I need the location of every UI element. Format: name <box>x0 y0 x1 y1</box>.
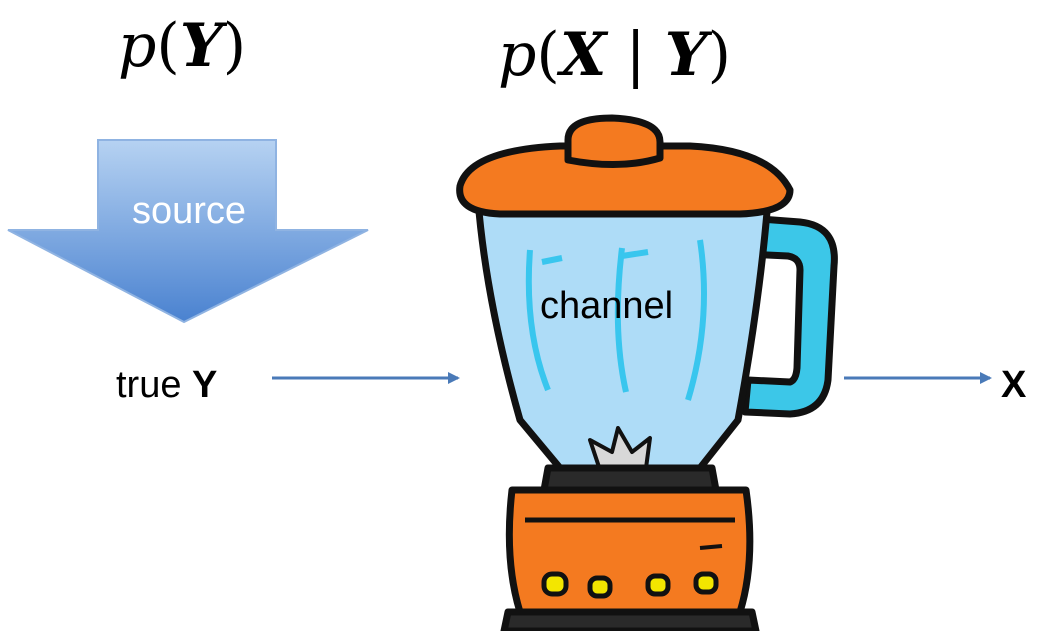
formula-prior-p: p <box>118 11 157 81</box>
true-y-prefix: true <box>116 364 193 406</box>
formula-prior: p(Y) <box>118 16 246 76</box>
formula-prior-var: Y <box>179 11 223 81</box>
blender-illustration <box>456 114 838 631</box>
formula-prior-open: ( <box>156 11 180 81</box>
true-y-var: Y <box>192 364 218 406</box>
formula-likelihood-bar: | <box>606 20 665 90</box>
source-label: source <box>131 190 247 232</box>
formula-likelihood: p(X | Y) <box>498 25 731 85</box>
formula-prior-close: ) <box>222 11 247 81</box>
formula-likelihood-var2: Y <box>664 20 708 90</box>
true-y-label: true Y <box>116 366 217 404</box>
formula-likelihood-close: ) <box>707 20 732 90</box>
output-x-label: X <box>1001 364 1027 406</box>
source-arrow <box>7 139 369 324</box>
formula-likelihood-var1: X <box>559 20 607 90</box>
channel-label: channel <box>540 285 674 327</box>
formula-likelihood-p: p <box>498 20 537 90</box>
formula-likelihood-open: ( <box>536 20 560 90</box>
